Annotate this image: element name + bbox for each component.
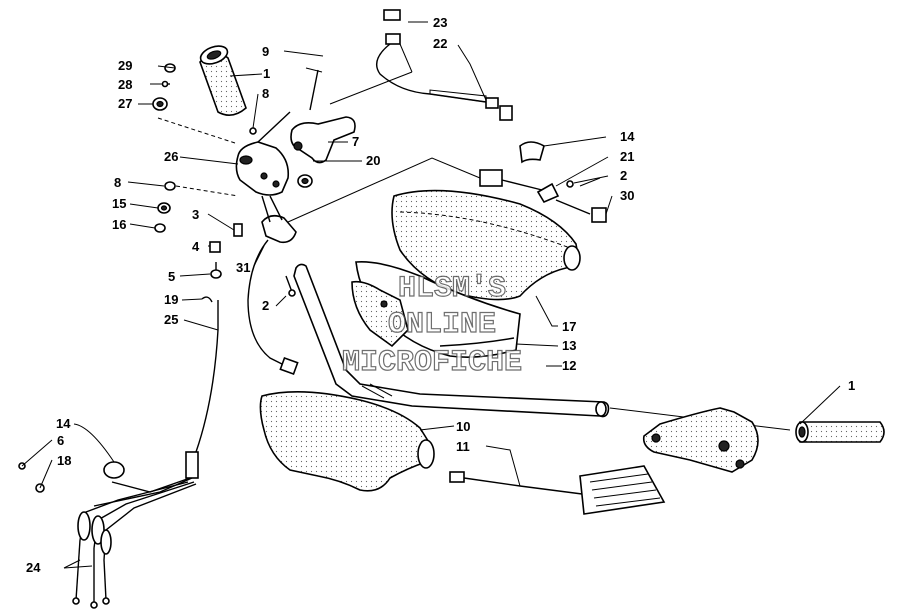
throttle-lever <box>290 116 356 164</box>
callout-21: 21 <box>620 149 634 164</box>
harness-22 <box>329 9 513 121</box>
callout-20: 20 <box>366 153 380 168</box>
connector-21 <box>479 169 607 223</box>
callout-2-left: 2 <box>262 298 269 313</box>
watermark-line3: MICROFICHE <box>342 346 522 380</box>
clamp-14-left <box>103 461 125 479</box>
callout-8-top: 8 <box>262 86 269 101</box>
callout-14-left: 14 <box>56 416 71 431</box>
washer-15 <box>157 202 171 214</box>
callout-13: 13 <box>562 338 576 353</box>
callout-11: 11 <box>456 439 470 454</box>
callout-5: 5 <box>168 269 175 284</box>
leader-lines <box>21 21 841 569</box>
callout-2-right: 2 <box>620 168 627 183</box>
callout-24: 24 <box>26 560 41 575</box>
heater-element-11 <box>449 465 666 515</box>
throttle-cable <box>72 329 219 609</box>
callout-26: 26 <box>164 149 178 164</box>
callout-12: 12 <box>562 358 576 373</box>
clamp-14-right <box>519 141 545 164</box>
nut-27 <box>152 97 168 111</box>
callout-19: 19 <box>164 292 178 307</box>
clip-19 <box>201 296 219 330</box>
bushing-4 <box>209 241 221 253</box>
callout-15: 15 <box>112 196 126 211</box>
watermark: HLSM'S ONLINE MICROFICHE <box>341 271 522 380</box>
callout-14-right: 14 <box>620 129 635 144</box>
throttle-housing <box>235 111 291 196</box>
watermark-line1: HLSM'S <box>398 272 506 306</box>
screw-8-side <box>164 181 176 191</box>
watermark-line2: ONLINE <box>388 308 496 342</box>
hand-guard-17 <box>391 189 581 301</box>
handlebar-12 <box>293 263 610 418</box>
callout-1-left: 1 <box>263 66 270 81</box>
callout-28: 28 <box>118 77 132 92</box>
callout-30: 30 <box>620 188 634 203</box>
callout-31: 31 <box>236 260 250 275</box>
right-grip <box>795 421 885 443</box>
screw-2-left <box>285 275 296 297</box>
callout-27: 27 <box>118 96 132 111</box>
callout-17: 17 <box>562 319 576 334</box>
bracket-13 <box>351 260 521 358</box>
screw-3 <box>233 223 243 237</box>
callout-labels: 23 22 9 1 8 29 28 27 7 26 20 8 15 16 3 4… <box>26 15 855 575</box>
callout-16: 16 <box>112 217 126 232</box>
callout-10: 10 <box>456 419 470 434</box>
callout-9: 9 <box>262 44 269 59</box>
callout-3: 3 <box>192 207 199 222</box>
nut-16 <box>154 223 166 233</box>
callout-6: 6 <box>57 433 64 448</box>
left-grip <box>199 45 247 116</box>
callout-8-side: 8 <box>114 175 121 190</box>
callout-1-right: 1 <box>848 378 855 393</box>
pin-9 <box>305 67 323 111</box>
switch-housing-31 <box>247 195 299 376</box>
callout-7: 7 <box>352 134 359 149</box>
screw-8-top <box>249 127 257 135</box>
callout-18: 18 <box>57 453 71 468</box>
callout-29: 29 <box>118 58 132 73</box>
control-housing-right <box>642 407 759 473</box>
hand-guard-10 <box>259 391 435 492</box>
callout-25: 25 <box>164 312 178 327</box>
screw-28 <box>161 80 170 88</box>
callout-23: 23 <box>433 15 447 30</box>
screw-5 <box>210 262 222 279</box>
callout-4: 4 <box>192 239 200 254</box>
callout-22: 22 <box>433 36 447 51</box>
nut-20 <box>297 174 313 188</box>
